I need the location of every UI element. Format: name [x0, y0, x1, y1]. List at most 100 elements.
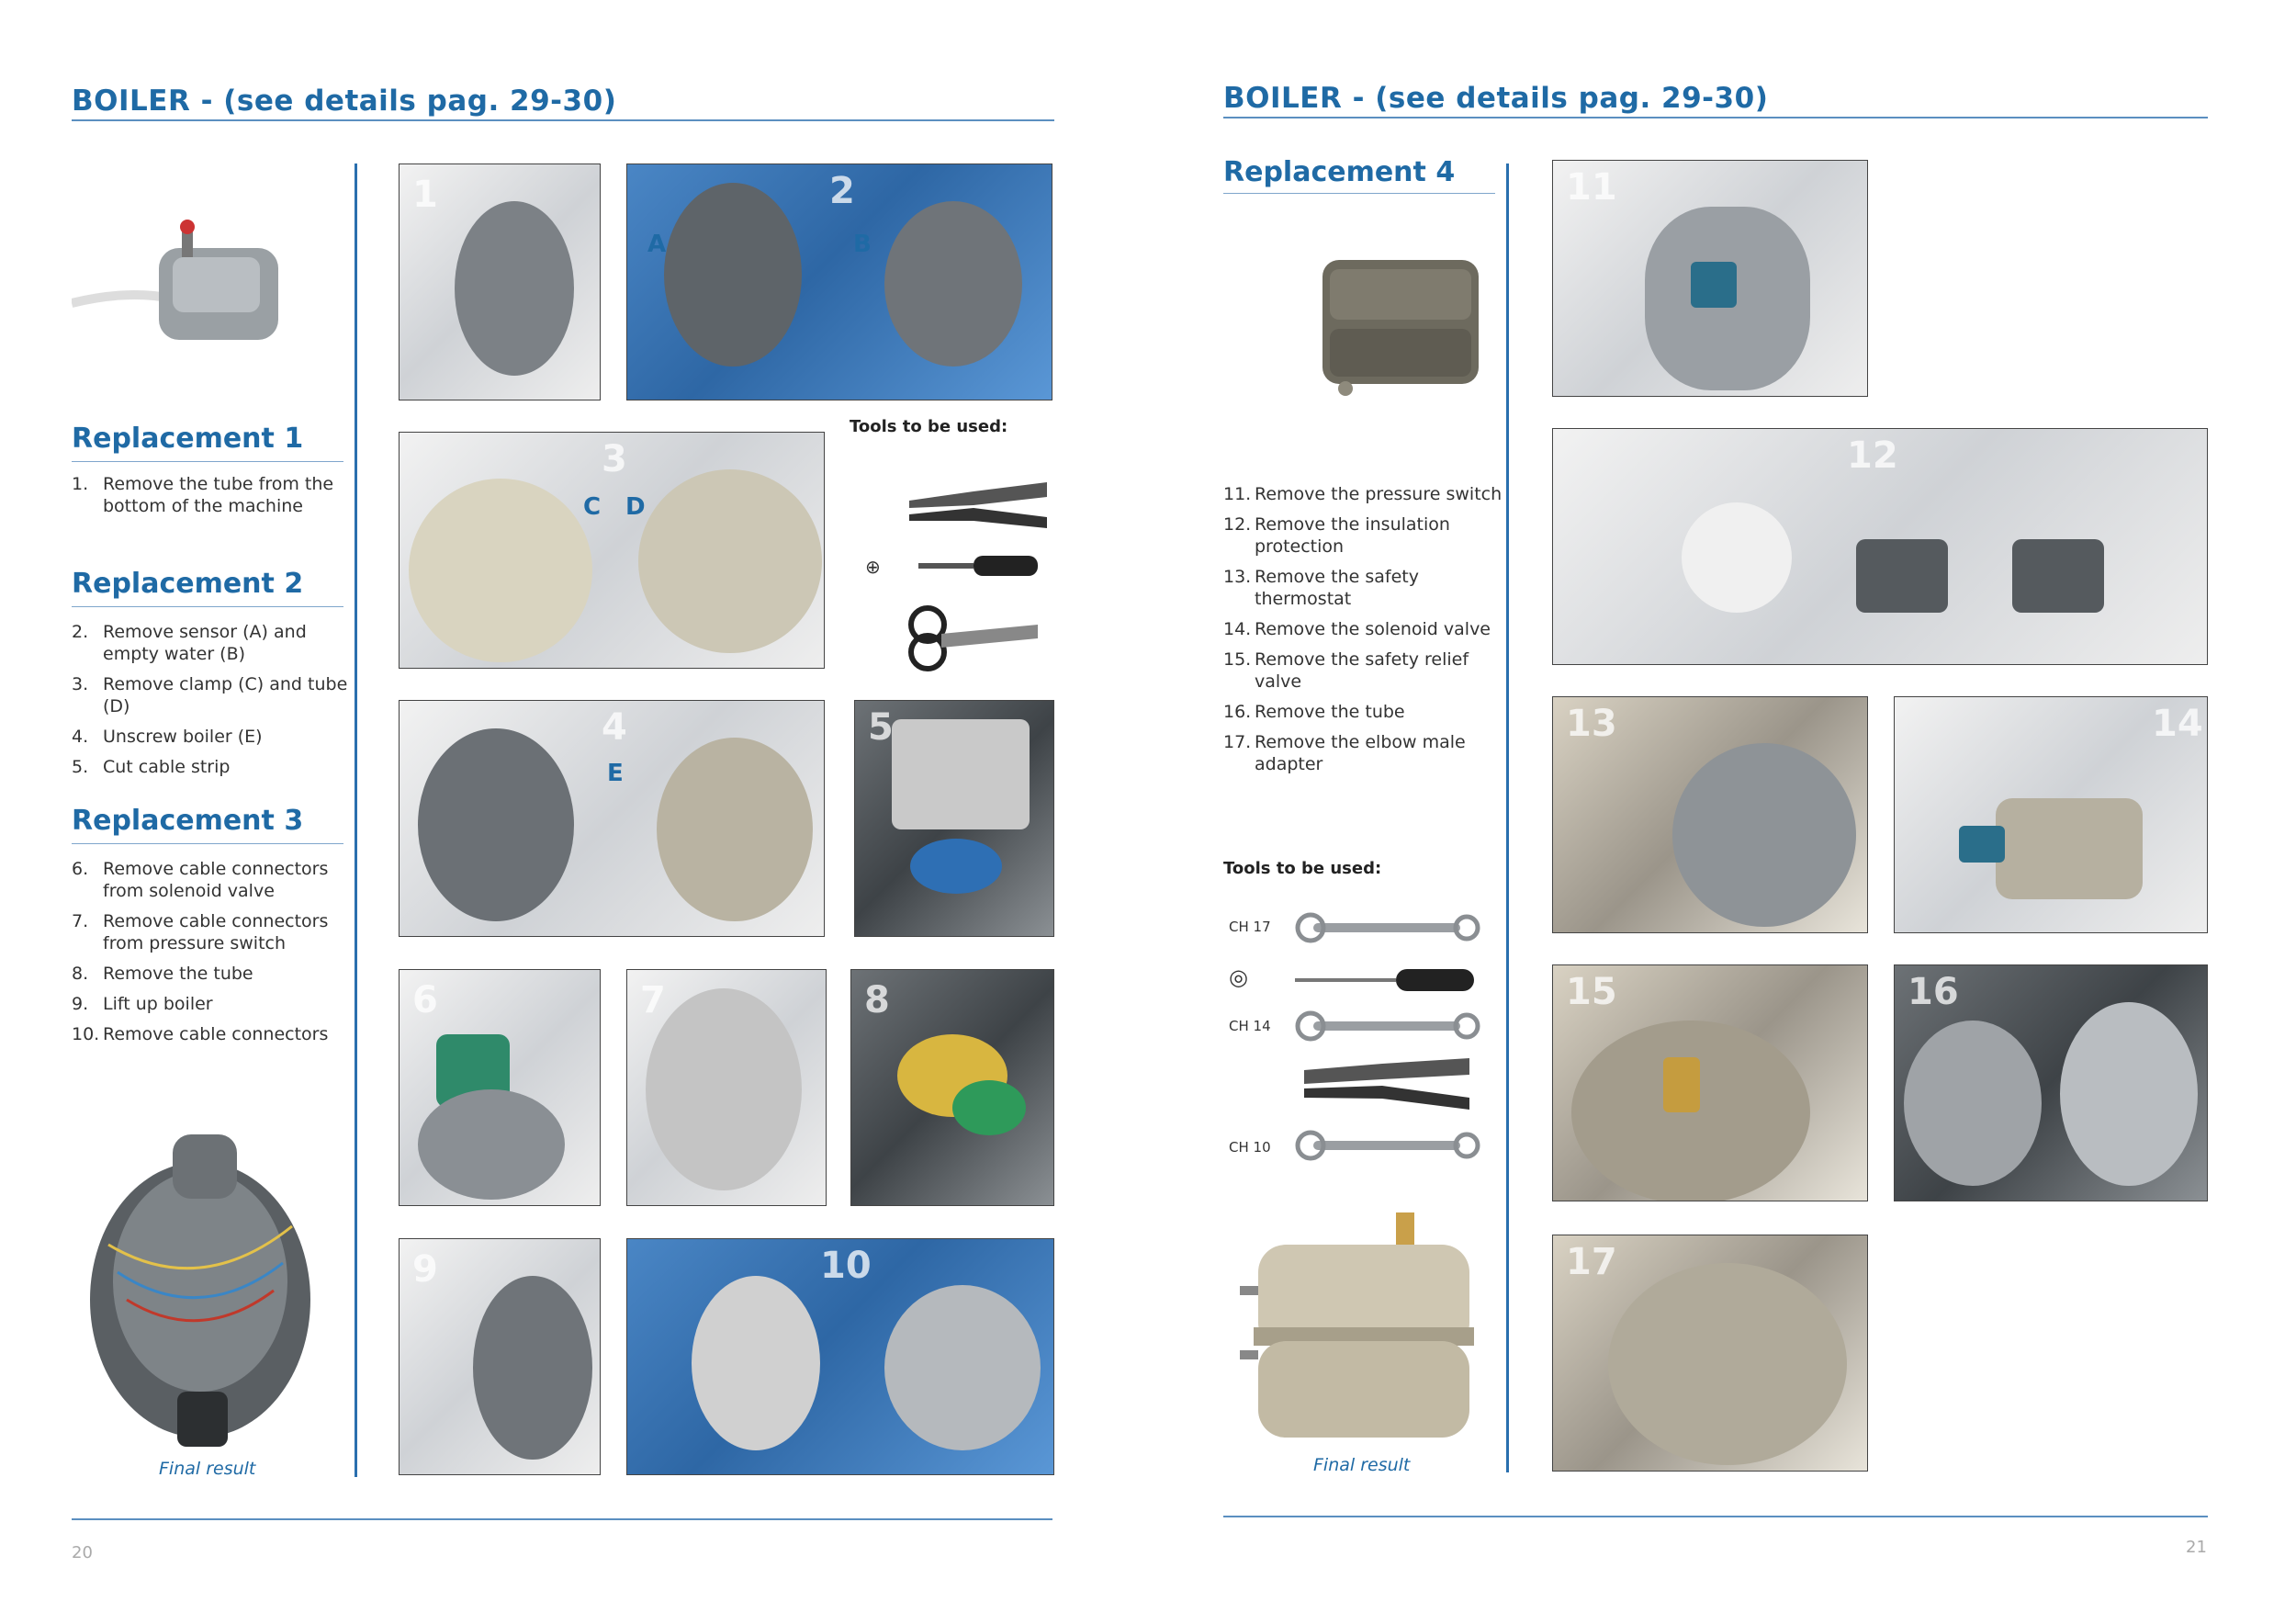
tools-title-right: Tools to be used:: [1223, 859, 1382, 878]
steps-replacement-3: 6. Remove cable connectors from solenoid …: [72, 858, 352, 1054]
step-item: 2. Remove sensor (A) and empty water (B): [72, 621, 352, 665]
photo-number: 7: [640, 979, 666, 1021]
step-item: 13.Remove the safety thermostat: [1223, 566, 1508, 610]
photo-number: 17: [1566, 1241, 1617, 1283]
step-item: 10.Remove cable connectors: [72, 1023, 352, 1045]
section-rule: [72, 461, 343, 462]
photo-number: 5: [868, 706, 894, 749]
label-e: E: [607, 760, 624, 787]
section-heading-replacement-3: Replacement 3: [72, 805, 304, 837]
step-photo-9: 9: [399, 1238, 601, 1475]
step-text: Remove the safety relief valve: [1255, 649, 1469, 692]
step-photo-17: 17: [1552, 1235, 1868, 1472]
step-item: 17.Remove the elbow male adapter: [1223, 731, 1508, 775]
step-number: 13.: [1223, 567, 1252, 587]
step-text: Remove cable connectors from pressure sw…: [103, 911, 329, 953]
step-text: Remove sensor (A) and empty water (B): [103, 622, 307, 664]
photo-number: 6: [412, 979, 438, 1021]
tools-icons-right: [1290, 909, 1483, 1167]
left-title-rule: [72, 119, 1054, 121]
step-photo-13: 13: [1552, 696, 1868, 933]
label-a: A: [647, 231, 667, 258]
step-text: Remove the tube from the bottom of the m…: [103, 474, 334, 516]
step-text: Remove the pressure switch: [1255, 484, 1503, 504]
boiler-thumbnail: [70, 207, 310, 358]
step-text: Remove the safety thermostat: [1255, 567, 1419, 609]
step-text: Lift up boiler: [103, 994, 213, 1014]
step-number: 5.: [72, 757, 89, 777]
photo-number: 12: [1847, 434, 1898, 477]
step-text: Cut cable strip: [103, 757, 231, 777]
step-photo-15: 15: [1552, 964, 1868, 1201]
step-photo-12: 12: [1552, 428, 2208, 665]
label-c: C: [583, 493, 602, 521]
left-column-divider: [355, 164, 357, 1477]
section-heading-replacement-1: Replacement 1: [72, 423, 304, 455]
final-result-image-right: [1240, 1212, 1488, 1451]
photo-number: 13: [1566, 703, 1617, 745]
step-text: Remove cable connectors from solenoid va…: [103, 859, 329, 901]
left-page-title: BOILER - (see details pag. 29-30): [72, 85, 617, 118]
step-photo-8: 8: [850, 969, 1054, 1206]
photo-number: 16: [1908, 971, 1959, 1013]
step-item: 9. Lift up boiler: [72, 993, 352, 1015]
wrench-label-ch14: CH 14: [1229, 1018, 1271, 1034]
step-number: 9.: [72, 994, 89, 1014]
steps-replacement-4: 11.Remove the pressure switch 12.Remove …: [1223, 483, 1508, 784]
final-result-caption-left: Final result: [159, 1459, 256, 1479]
step-number: 14.: [1223, 619, 1252, 639]
step-item: 4.Unscrew boiler (E): [72, 726, 352, 748]
photo-number: 3: [602, 438, 627, 480]
step-photo-1: 1: [399, 164, 601, 400]
label-d: D: [625, 493, 646, 521]
step-item: 12.Remove the insulation protection: [1223, 513, 1508, 558]
step-text: Remove the tube: [103, 964, 253, 984]
boiler-thumbnail-right: [1313, 246, 1488, 407]
photo-number: 10: [820, 1245, 872, 1287]
right-column-divider: [1506, 164, 1509, 1472]
photo-number: 2: [829, 170, 855, 212]
step-photo-7: 7: [626, 969, 827, 1206]
left-page-number: 20: [72, 1543, 93, 1562]
section-rule: [72, 843, 343, 844]
right-footer-rule: [1223, 1516, 2208, 1517]
right-page-number: 21: [2186, 1538, 2207, 1557]
step-text: Unscrew boiler (E): [103, 727, 263, 747]
step-photo-10: 10: [626, 1238, 1054, 1475]
right-title-rule: [1223, 117, 2208, 118]
step-item: 16.Remove the tube: [1223, 701, 1508, 723]
step-photo-3: 3 C D: [399, 432, 825, 669]
step-item: 7.Remove cable connectors from pressure …: [72, 910, 352, 954]
wrench-label-ch10: CH 10: [1229, 1139, 1271, 1156]
label-b: B: [853, 231, 872, 258]
section-rule: [72, 606, 343, 607]
screwdriver-head-icon: ◎: [1229, 964, 1248, 990]
photo-number: 14: [2152, 703, 2203, 745]
right-page-title: BOILER - (see details pag. 29-30): [1223, 82, 1769, 115]
step-number: 16.: [1223, 702, 1252, 722]
step-text: Remove the solenoid valve: [1255, 619, 1491, 639]
step-number: 1.: [72, 474, 89, 494]
step-photo-4: 4 E: [399, 700, 825, 937]
step-text: Remove cable connectors: [103, 1024, 329, 1044]
step-photo-5: 5: [854, 700, 1054, 937]
step-photo-16: 16: [1894, 964, 2208, 1201]
step-item: 1. Remove the tube from the bottom of the…: [72, 473, 347, 517]
step-number: 12.: [1223, 514, 1252, 535]
step-item: 6. Remove cable connectors from solenoid …: [72, 858, 352, 902]
step-number: 6.: [72, 859, 89, 879]
step-item: 11.Remove the pressure switch: [1223, 483, 1508, 505]
section-heading-replacement-2: Replacement 2: [72, 568, 304, 600]
steps-replacement-1: 1. Remove the tube from the bottom of the…: [72, 473, 347, 525]
step-number: 11.: [1223, 484, 1252, 504]
step-text: Remove the elbow male adapter: [1255, 732, 1466, 774]
step-number: 2.: [72, 622, 89, 642]
steps-replacement-2: 2.Remove sensor (A) and empty water (B) …: [72, 621, 352, 786]
section-heading-replacement-4: Replacement 4: [1223, 156, 1456, 188]
step-item: 3.Remove clamp (C) and tube (D): [72, 673, 352, 717]
photo-number: 15: [1566, 971, 1617, 1013]
step-item: 5. Cut cable strip: [72, 756, 352, 778]
tools-icons-left: [900, 464, 1056, 675]
step-item: 14.Remove the solenoid valve: [1223, 618, 1508, 640]
photo-number: 9: [412, 1248, 438, 1291]
